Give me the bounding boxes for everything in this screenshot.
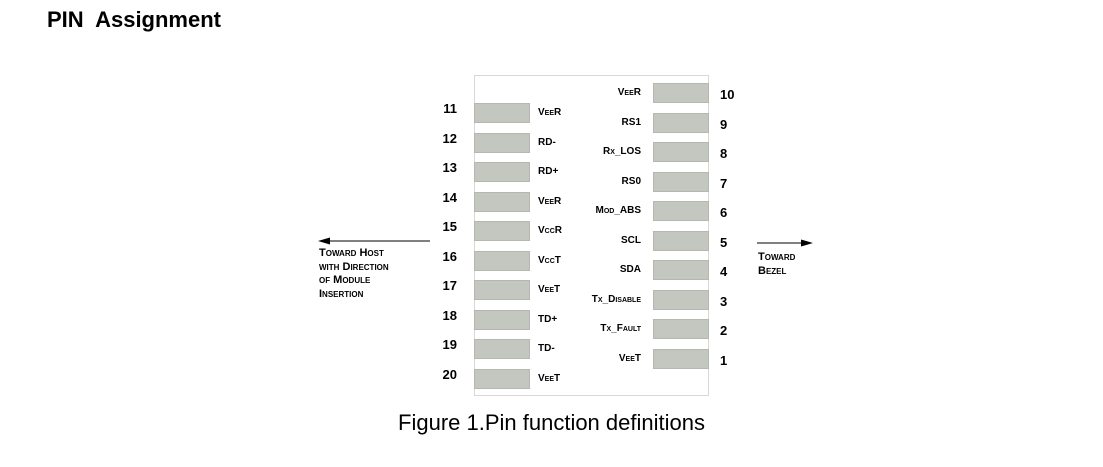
pin-2-number: 2 bbox=[720, 323, 728, 338]
pin-2-signal: Tx_Fault bbox=[600, 323, 641, 334]
pin-2-pad bbox=[653, 319, 709, 339]
figure-caption: Figure 1.Pin function definitions bbox=[398, 410, 705, 435]
pin-16-number: 16 bbox=[442, 248, 457, 264]
pin-19-pad bbox=[474, 339, 530, 359]
pin-10-pad bbox=[653, 83, 709, 103]
pin-20-pad bbox=[474, 368, 530, 389]
pin-18-number: 18 bbox=[442, 307, 457, 323]
pin-12-signal: RD- bbox=[538, 136, 556, 148]
pin-3-number: 3 bbox=[720, 293, 728, 309]
pin-6-signal: Mod_ABS bbox=[595, 205, 641, 216]
toward-bezel-line-1: Toward bbox=[758, 251, 796, 263]
pin-15-number: 15 bbox=[442, 219, 457, 234]
pin-17-signal: VeeT bbox=[538, 284, 561, 295]
pin-10-signal: VeeR bbox=[617, 87, 641, 98]
toward-host-line-2: with Direction bbox=[319, 260, 389, 273]
pin-5-pad bbox=[653, 230, 709, 251]
pin-6-number: 6 bbox=[720, 205, 728, 220]
pin-7-number: 7 bbox=[720, 175, 728, 191]
section-heading: PIN Assignment bbox=[47, 7, 221, 32]
pin-13-signal: RD+ bbox=[538, 166, 559, 177]
pin-18-signal: TD+ bbox=[538, 313, 558, 325]
pin-1-pad bbox=[653, 348, 709, 369]
pin-1-number: 1 bbox=[720, 352, 728, 368]
pin-17-pad bbox=[474, 280, 530, 300]
pin-15-signal: VccR bbox=[538, 225, 563, 236]
pin-11-number: 11 bbox=[443, 101, 457, 116]
pin-19-number: 19 bbox=[442, 337, 457, 352]
pin-4-number: 4 bbox=[720, 264, 728, 279]
pin-11-pad bbox=[474, 103, 530, 123]
pin-16-signal: VccT bbox=[538, 254, 561, 266]
pin-8-number: 8 bbox=[720, 146, 728, 161]
pin-3-signal: Tx_Disable bbox=[591, 293, 641, 305]
toward-host-line-4: Insertion bbox=[319, 287, 364, 300]
pin-19-signal: TD- bbox=[538, 343, 555, 354]
pin-15-pad bbox=[474, 221, 530, 241]
pin-13-number: 13 bbox=[442, 160, 457, 175]
pin-11-signal: VeeR bbox=[538, 107, 562, 118]
pin-1-signal: VeeT bbox=[618, 352, 641, 364]
toward-host-note: Toward Host with Direction of Module Ins… bbox=[319, 247, 389, 301]
right-arrow-icon bbox=[757, 239, 813, 247]
pin-12-number: 12 bbox=[442, 130, 457, 146]
pin-12-pad bbox=[474, 132, 530, 153]
pin-20-signal: VeeT bbox=[538, 372, 561, 384]
pin-9-number: 9 bbox=[720, 116, 728, 132]
pin-14-signal: VeeR bbox=[538, 195, 562, 207]
pin-9-pad bbox=[653, 112, 709, 133]
pin-7-pad bbox=[653, 171, 709, 192]
pin-17-number: 17 bbox=[442, 278, 457, 293]
toward-host-line-1: Toward Host bbox=[319, 247, 384, 259]
pin-18-pad bbox=[474, 309, 530, 330]
pin-4-signal: SDA bbox=[619, 264, 641, 275]
toward-bezel-note: Toward Bezel bbox=[758, 251, 795, 278]
pin-3-pad bbox=[653, 289, 709, 310]
pin-9-signal: RS1 bbox=[621, 116, 641, 128]
pin-10-number: 10 bbox=[720, 87, 735, 102]
left-arrow-icon bbox=[318, 237, 430, 245]
pin-6-pad bbox=[653, 201, 709, 221]
pin-8-signal: Rx_LOS bbox=[602, 146, 641, 157]
pin-4-pad bbox=[653, 260, 709, 280]
pin-8-pad bbox=[653, 142, 709, 162]
toward-bezel-line-2: Bezel bbox=[758, 264, 787, 277]
pin-20-number: 20 bbox=[442, 366, 457, 382]
pin-7-signal: RS0 bbox=[621, 175, 641, 187]
pin-16-pad bbox=[474, 250, 530, 271]
pin-13-pad bbox=[474, 162, 530, 182]
pin-14-number: 14 bbox=[442, 189, 457, 205]
toward-host-line-3: of Module bbox=[319, 274, 371, 286]
pin-5-signal: SCL bbox=[621, 234, 641, 246]
pin-5-number: 5 bbox=[720, 234, 728, 250]
pin-14-pad bbox=[474, 191, 530, 212]
